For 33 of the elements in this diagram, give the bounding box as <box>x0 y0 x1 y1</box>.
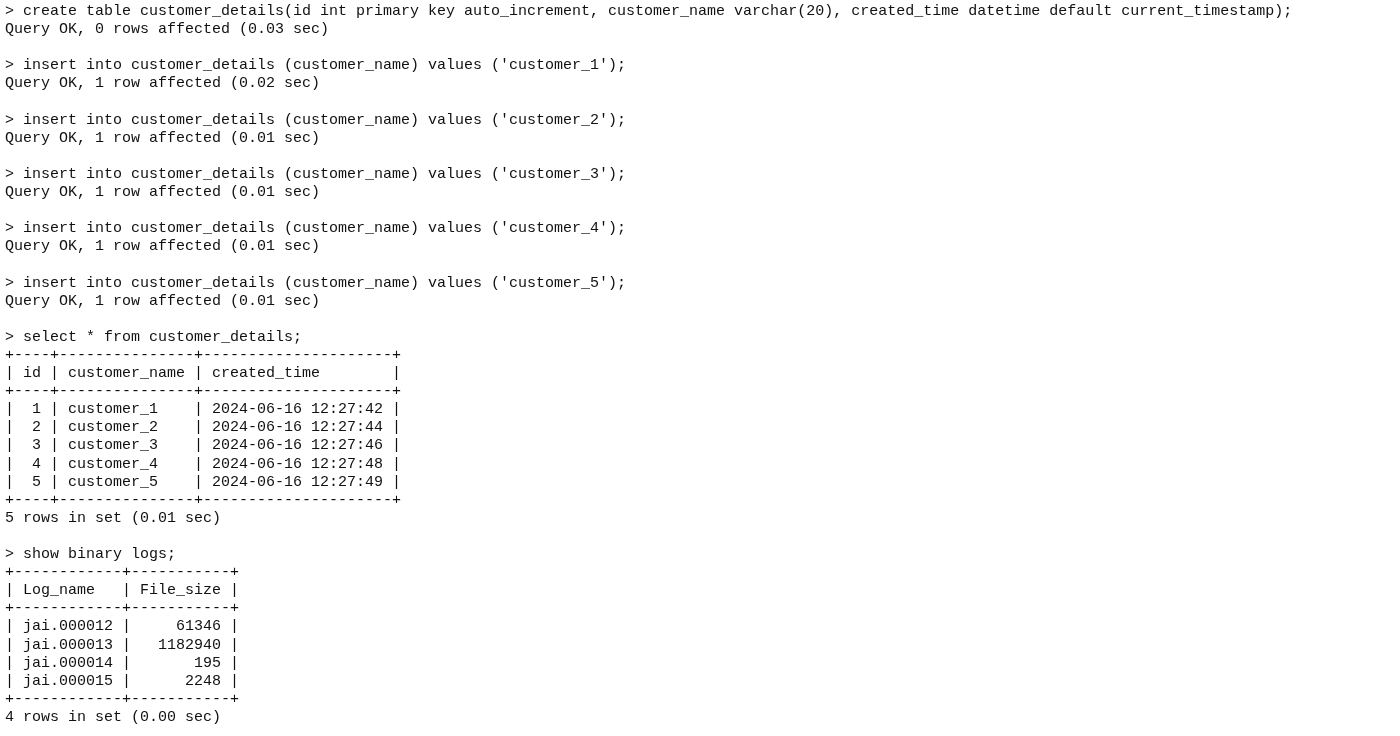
command-line: > insert into customer_details (customer_name) values ('customer_2'); <box>5 111 627 130</box>
table-row: | 2 | customer_2 | 2024-06-16 12:27:44 | <box>5 419 402 438</box>
table-border-line: +----+---------------+---------------------+ <box>5 491 402 510</box>
table-row: | jai.000015 | 2248 | <box>5 672 240 691</box>
command-line: > create table customer_details(id int primary key auto_increment, customer_name varchar(20), created_time datetime default current_timestamp); <box>5 3 1293 21</box>
table-row: | jai.000014 | 195 | <box>5 654 240 673</box>
table-border-line: +----+---------------+---------------------+ <box>5 346 402 365</box>
output-line: Query OK, 1 row affected (0.01 sec) <box>5 238 321 257</box>
table-row: | jai.000012 | 61346 | <box>5 618 240 637</box>
command-line: > insert into customer_details (customer_name) values ('customer_3'); <box>5 165 627 184</box>
table-row: | 1 | customer_1 | 2024-06-16 12:27:42 | <box>5 401 402 420</box>
output-line: Query OK, 1 row affected (0.02 sec) <box>5 75 321 94</box>
table-border-line: +------------+-----------+ <box>5 690 240 709</box>
table-border-line: +----+---------------+---------------------+ <box>5 383 402 402</box>
command-line: > insert into customer_details (customer_name) values ('customer_1'); <box>5 57 627 76</box>
table-border-line: +------------+-----------+ <box>5 600 240 619</box>
table-row: | 5 | customer_5 | 2024-06-16 12:27:49 | <box>5 473 402 492</box>
table-row: | jai.000013 | 1182940 | <box>5 636 240 655</box>
command-line: > select * from customer_details; <box>5 328 303 347</box>
command-line: > insert into customer_details (customer_name) values ('customer_4'); <box>5 220 627 239</box>
output-line: Query OK, 1 row affected (0.01 sec) <box>5 292 321 311</box>
output-line: Query OK, 0 rows affected (0.03 sec) <box>5 21 330 40</box>
output-line: 4 rows in set (0.00 sec) <box>5 708 222 727</box>
table-border-line: +------------+-----------+ <box>5 564 240 583</box>
output-line: Query OK, 1 row affected (0.01 sec) <box>5 129 321 148</box>
table-row: | 4 | customer_4 | 2024-06-16 12:27:48 | <box>5 455 402 474</box>
command-line: > show binary logs; <box>5 546 177 564</box>
output-line: 5 rows in set (0.01 sec) <box>5 509 222 528</box>
table-header-row: | Log_name | File_size | <box>5 582 240 601</box>
output-line: Query OK, 1 row affected (0.01 sec) <box>5 184 321 202</box>
command-line: > insert into customer_details (customer_name) values ('customer_5'); <box>5 274 627 293</box>
table-row: | 3 | customer_3 | 2024-06-16 12:27:46 | <box>5 437 402 456</box>
table-header-row: | id | customer_name | created_time | <box>5 365 402 383</box>
